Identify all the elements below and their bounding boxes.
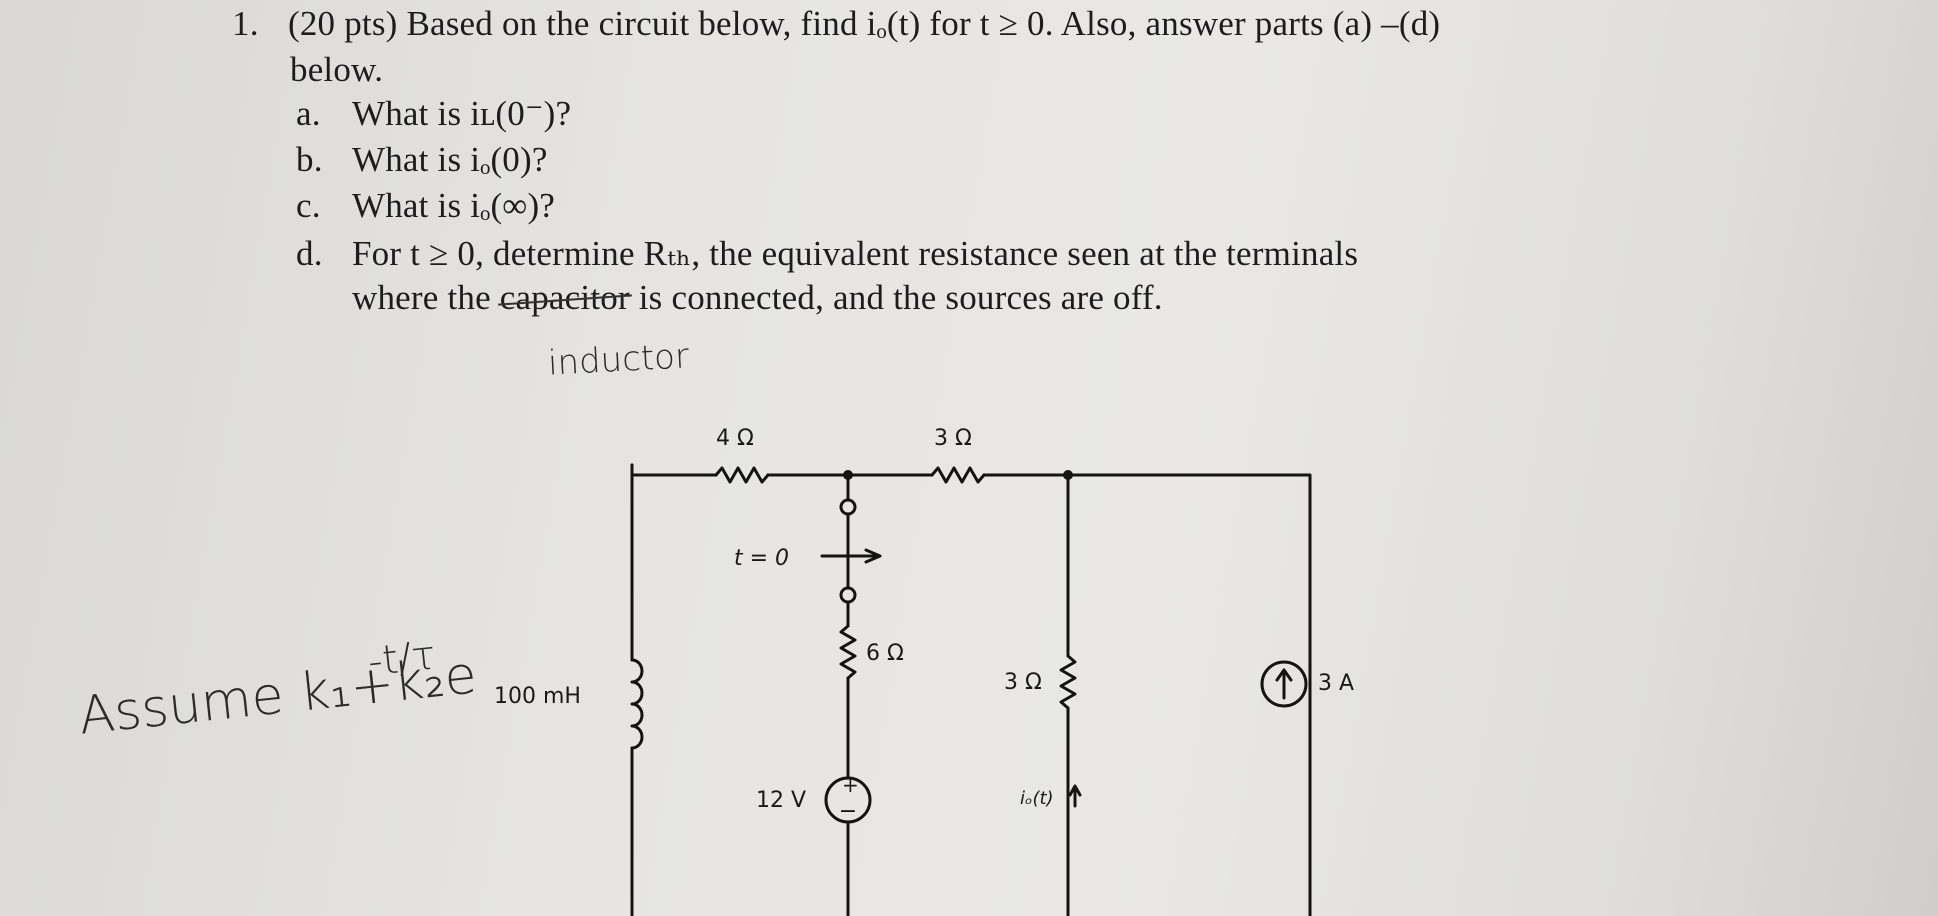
question-line-2: below. xyxy=(290,50,384,89)
label-12v: 12 V xyxy=(756,788,807,813)
part-b-text: What is iₒ(0)? xyxy=(352,140,548,179)
label-source-plus: + xyxy=(842,773,859,797)
part-a-text: What is iʟ(0⁻)? xyxy=(352,94,572,133)
resistor-3ohm-top xyxy=(930,466,986,484)
part-d-line-2-before: where the xyxy=(352,278,500,317)
resistor-3ohm-vertical xyxy=(1059,654,1077,710)
struck-word: capacitor xyxy=(499,278,630,317)
switch-contact-bottom xyxy=(839,586,857,604)
switch-contact-top xyxy=(839,498,857,516)
part-d-label: d. xyxy=(296,234,323,273)
label-inductor: 100 mH xyxy=(494,684,581,709)
label-3ohm-top: 3 Ω xyxy=(934,426,972,451)
io-arrow xyxy=(1068,784,1082,808)
part-b-label: b. xyxy=(296,140,323,179)
part-d-line-2: where the capacitor is connected, and th… xyxy=(352,278,1163,318)
label-switch-time: t = 0 xyxy=(734,546,790,571)
node-top-right xyxy=(1063,470,1073,480)
question-line-1: (20 pts) Based on the circuit below, fin… xyxy=(288,4,1441,43)
inductor-coil xyxy=(630,658,644,750)
wire-top-left xyxy=(630,463,718,477)
resistor-6ohm xyxy=(839,624,857,680)
question-number: 1. xyxy=(232,4,259,43)
part-c-text: What is iₒ(∞)? xyxy=(352,186,556,225)
part-a-label: a. xyxy=(296,94,321,133)
label-3a: 3 A xyxy=(1318,671,1355,696)
part-d-text: For t ≥ 0, determine Rₜₕ, the equivalent… xyxy=(352,234,1359,273)
current-source-circle xyxy=(1260,660,1308,708)
current-source-arrow xyxy=(1275,668,1293,700)
wire-top-right xyxy=(982,473,1312,916)
label-io: iₒ(t) xyxy=(1020,788,1054,809)
node-top-middle xyxy=(843,470,853,480)
label-6ohm: 6 Ω xyxy=(866,641,904,666)
part-c-label: c. xyxy=(296,186,321,225)
voltage-source-minus: − xyxy=(839,799,857,824)
resistor-4ohm xyxy=(714,466,770,484)
switch-arrow-head xyxy=(864,548,882,564)
label-4ohm: 4 Ω xyxy=(716,426,754,451)
label-3ohm-vertical: 3 Ω xyxy=(1004,670,1042,695)
part-d-line-2-after: is connected, and the sources are off. xyxy=(629,278,1163,317)
